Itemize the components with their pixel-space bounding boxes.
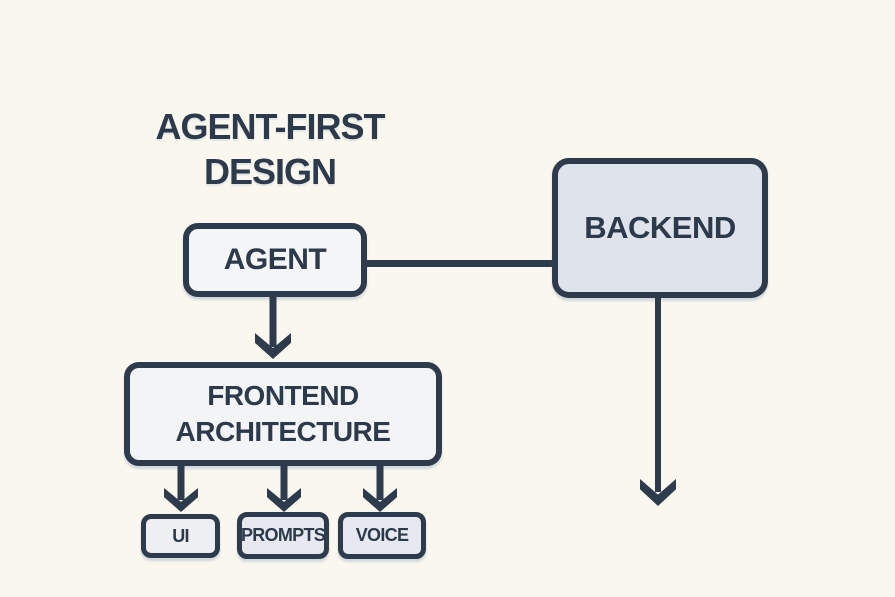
- node-agent: AGENT: [183, 223, 367, 297]
- arrow-shaft: [655, 298, 661, 492]
- node-frontend-architecture: FRONTEND ARCHITECTURE: [124, 362, 442, 466]
- arrow-shaft: [376, 466, 384, 500]
- arrow-backend-down: [640, 298, 676, 506]
- node-prompts-label: PROMPTS: [240, 525, 326, 545]
- arrow-frontend-to-voice: [363, 466, 397, 512]
- node-backend: BACKEND: [552, 158, 768, 298]
- arrow-shaft: [280, 466, 288, 500]
- arrow-frontend-to-prompts: [267, 466, 301, 512]
- diagram-title-line2: DESIGN: [203, 151, 337, 192]
- node-frontend-label-line2: ARCHITECTURE: [175, 416, 391, 447]
- diagram-title-line1: AGENT-FIRST: [155, 106, 386, 147]
- node-ui-label: UI: [172, 525, 189, 546]
- arrow-frontend-to-ui: [164, 466, 198, 512]
- diagram-title: AGENT-FIRST DESIGN: [85, 104, 455, 194]
- node-agent-label: AGENT: [223, 243, 327, 276]
- node-prompts: PROMPTS: [237, 512, 329, 559]
- arrow-shaft: [269, 297, 277, 347]
- node-frontend-label: FRONTEND ARCHITECTURE: [176, 378, 391, 450]
- connector-agent-backend: [364, 260, 554, 267]
- node-ui: UI: [141, 514, 220, 558]
- node-voice: VOICE: [338, 512, 426, 559]
- arrow-shaft: [177, 466, 185, 500]
- arrow-agent-to-frontend: [255, 297, 291, 359]
- node-frontend-label-line1: FRONTEND: [207, 380, 359, 411]
- node-voice-label: VOICE: [355, 525, 409, 545]
- node-backend-label: BACKEND: [584, 210, 736, 245]
